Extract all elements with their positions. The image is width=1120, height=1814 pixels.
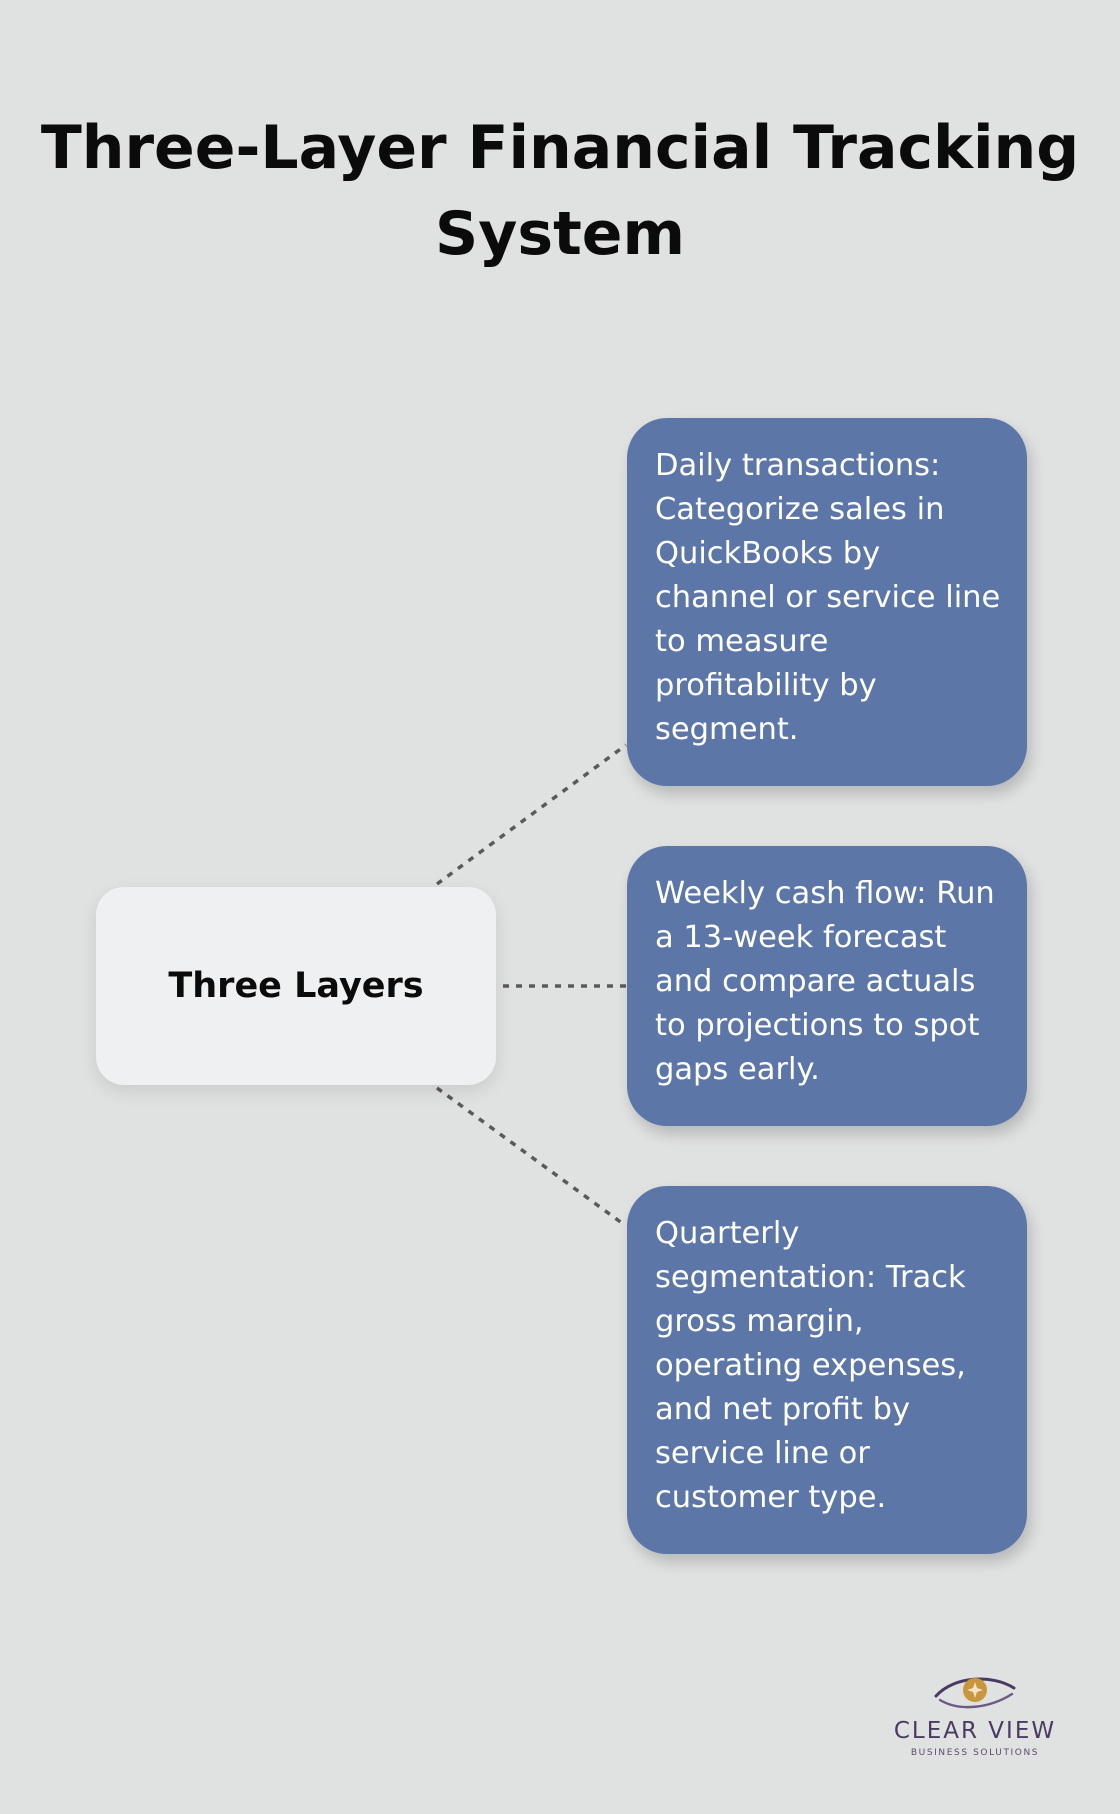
layer-card-weekly: Weekly cash flow: Run a 13-week forecast… xyxy=(627,846,1027,1126)
layer-card-text: Daily transactions: Categorize sales in … xyxy=(655,448,1001,747)
center-node: Three Layers xyxy=(96,887,496,1085)
logo-name: CLEAR VIEW xyxy=(893,1718,1057,1744)
layer-card-text: Weekly cash flow: Run a 13-week forecast… xyxy=(655,876,995,1087)
company-logo: CLEAR VIEW BUSINESS SOLUTIONS xyxy=(880,1668,1070,1758)
center-node-label: Three Layers xyxy=(168,966,424,1006)
logo-tagline: BUSINESS SOLUTIONS xyxy=(910,1748,1040,1758)
diagram-title: Three-Layer Financial Tracking System xyxy=(40,113,1080,269)
layer-card-daily: Daily transactions: Categorize sales in … xyxy=(627,418,1027,786)
connector-line-1 xyxy=(435,743,628,886)
layer-card-text: Quarterly segmentation: Track gross marg… xyxy=(655,1216,966,1515)
layer-card-quarterly: Quarterly segmentation: Track gross marg… xyxy=(627,1186,1027,1554)
connector-line-3 xyxy=(435,1086,628,1228)
eye-logo-icon xyxy=(934,1677,1016,1709)
